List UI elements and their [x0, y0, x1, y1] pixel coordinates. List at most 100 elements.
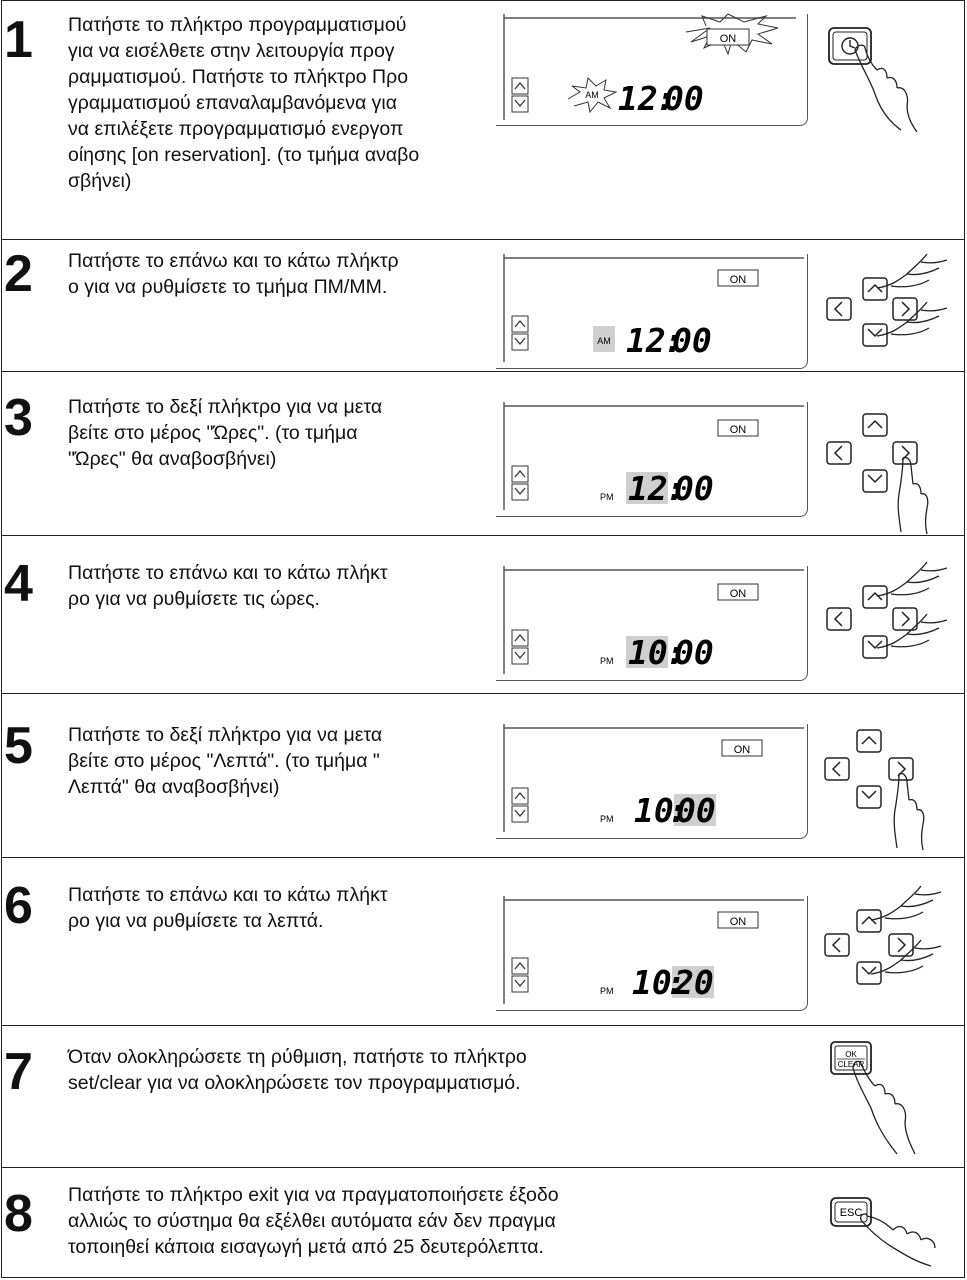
lcd-display: ON PM 12 : 00 [496, 402, 808, 517]
ok-clear-key-hand: OK CLEAR [830, 1041, 916, 1155]
hours-digits: 10 [634, 791, 674, 830]
down-arrow-icon [867, 474, 883, 484]
svg-text::: : [666, 633, 686, 672]
right-arrow-icon [901, 301, 911, 317]
minutes-digits: 00 [674, 469, 714, 508]
lcd-display-graphic: ON PM 10 : 00 [503, 566, 804, 674]
svg-text::: : [666, 469, 686, 508]
step-text: Πατήστε το πλήκτρο προγραμματισμού για ν… [68, 14, 420, 192]
down-arrow-icon [867, 328, 883, 338]
minutes-highlight [674, 794, 716, 826]
step-text: Όταν ολοκληρώσετε τη ρύθμιση, πατήστε το… [68, 1046, 527, 1094]
step-row-6: 6 Πατήστε το επάνω και το κάτω πλήκτ ρο … [1, 858, 965, 1026]
ampm-indicator: PM [600, 656, 614, 666]
ampm-indicator: PM [600, 814, 614, 824]
svg-text::: : [666, 963, 686, 1002]
right-arrow-icon [901, 611, 911, 627]
left-arrow-icon [833, 611, 843, 627]
arrow-keys-right [826, 413, 929, 535]
lcd-display: ON PM 10 : 20 [496, 896, 808, 1011]
step-number: 5 [4, 717, 33, 775]
minutes-digits: 20 [673, 963, 714, 1002]
esc-label: ESC [840, 1207, 863, 1219]
arrow-keys-updown [824, 885, 942, 985]
minutes-digits: 00 [676, 791, 716, 830]
left-arrow-icon [831, 761, 841, 777]
hours-digits: 12 [626, 321, 666, 360]
step-text: Πατήστε το δεξί πλήκτρο για να μετα βείτ… [68, 396, 383, 470]
on-label: ON [734, 744, 751, 756]
step-number: 3 [4, 389, 33, 447]
step-number: 1 [4, 11, 33, 69]
program-key-hand [828, 27, 918, 133]
left-arrow-icon [833, 445, 843, 461]
ok-label: OK [845, 1050, 857, 1059]
step-row-1: 1 Πατήστε το πλήκτρο προγραμματισμού για… [1, 0, 965, 240]
svg-text::: : [664, 321, 684, 360]
on-label: ON [730, 916, 747, 928]
on-label: ON [730, 274, 747, 286]
svg-text::: : [668, 791, 688, 830]
colon: : [656, 79, 676, 118]
up-arrow-icon [861, 915, 877, 925]
lcd-display-graphic: ON PM 10 : 20 [503, 896, 804, 1004]
step-number: 7 [4, 1043, 33, 1101]
up-arrow-icon [861, 735, 877, 745]
left-arrow-icon [833, 301, 843, 317]
lcd-display-graphic: ON PM 12 : 00 [503, 402, 804, 510]
step-text: Πατήστε το πλήκτρο exit για να πραγματοπ… [68, 1184, 559, 1258]
step-text: Πατήστε το επάνω και το κάτω πλήκτ ρο γι… [68, 562, 388, 610]
hours-digits: 10 [632, 963, 672, 1002]
ampm-indicator: PM [600, 492, 614, 502]
hours-digits: 12 [618, 79, 658, 118]
lcd-display-graphic: ON AM 12 : 00 [503, 13, 796, 120]
down-arrow-icon [861, 790, 877, 800]
lcd-display: ON AM 12 : 00 [496, 254, 808, 369]
up-arrow-icon [867, 591, 883, 601]
minutes-digits: 00 [672, 321, 712, 360]
step-text: Πατήστε το επάνω και το κάτω πλήκτρ ο γι… [68, 250, 399, 298]
down-arrow-icon [861, 966, 877, 976]
lcd-display: ON PM 10 : 00 [496, 724, 808, 839]
left-arrow-icon [831, 937, 841, 953]
step-text: Πατήστε το επάνω και το κάτω πλήκτ ρο γι… [68, 884, 388, 932]
on-label: ON [730, 424, 747, 436]
minutes-digits: 00 [664, 79, 704, 118]
right-arrow-icon [897, 937, 907, 953]
step-row-4: 4 Πατήστε το επάνω και το κάτω πλήκτ ρο … [1, 536, 965, 694]
hours-digits: 12 [628, 469, 668, 508]
arrow-keys-right [824, 729, 925, 851]
on-label: ON [730, 588, 747, 600]
step-row-2: 2 Πατήστε το επάνω και το κάτω πλήκτρ ο … [1, 240, 965, 372]
step-text: Πατήστε το δεξί πλήκτρο για να μετα βείτ… [68, 724, 383, 798]
minutes-highlight [672, 966, 714, 998]
on-tag [706, 28, 750, 46]
hours-highlight [626, 636, 668, 668]
step-number: 8 [4, 1185, 33, 1243]
step-row-3: 3 Πατήστε το δεξί πλήκτρο για να μετα βε… [1, 372, 965, 536]
up-arrow-icon [867, 419, 883, 429]
lcd-display-graphic: ON PM 10 : 00 [503, 724, 804, 832]
lcd-display: ON PM 10 : 00 [496, 566, 808, 681]
lcd-display: ON AM 12 : 00 [496, 13, 808, 126]
step-number: 2 [4, 245, 33, 303]
step-number: 6 [4, 877, 33, 935]
minutes-digits: 00 [674, 633, 714, 672]
ampm-indicator: AM [597, 336, 611, 346]
hours-digits: 10 [628, 633, 668, 672]
ampm-highlight [593, 326, 615, 352]
step-number: 4 [4, 555, 33, 613]
clear-label: CLEAR [838, 1060, 865, 1069]
step-row-5: 5 Πατήστε το δεξί πλήκτρο για να μετα βε… [1, 694, 965, 858]
on-label: ON [720, 33, 737, 45]
up-arrow-icon [867, 283, 883, 293]
step-row-7: 7 Όταν ολοκληρώσετε τη ρύθμιση, πατήστε … [1, 1026, 965, 1168]
arrow-keys-updown [826, 253, 948, 347]
arrow-keys-updown [826, 561, 948, 659]
ampm-indicator: PM [600, 986, 614, 996]
step-row-8: 8 Πατήστε το πλήκτρο exit για να πραγματ… [1, 1168, 965, 1278]
ampm-indicator: AM [585, 90, 599, 100]
lcd-display-graphic: ON AM 12 : 00 [503, 254, 804, 362]
down-arrow-icon [867, 640, 883, 650]
